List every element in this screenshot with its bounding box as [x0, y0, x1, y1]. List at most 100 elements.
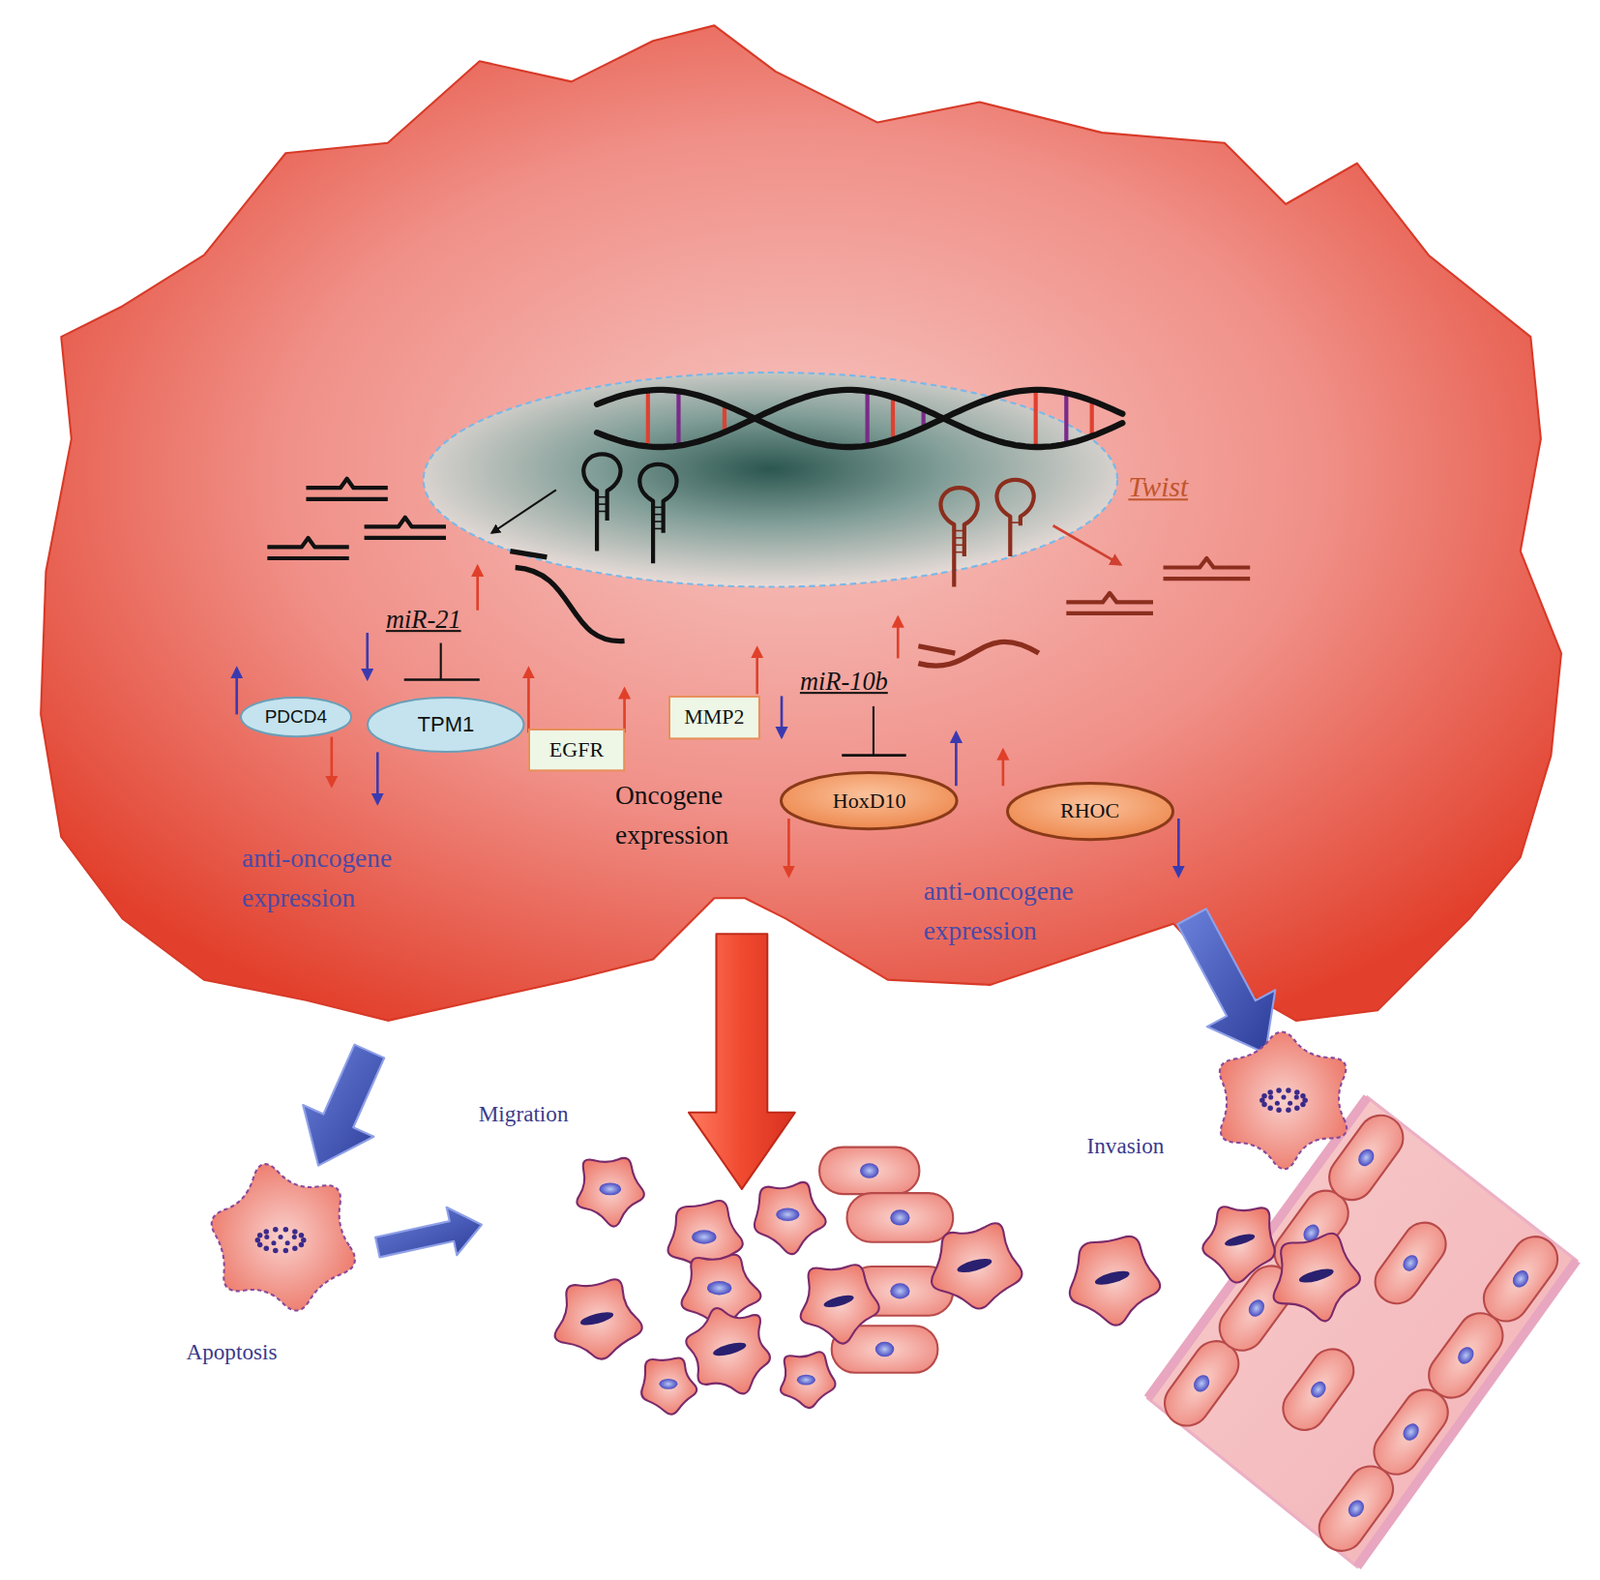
tumor-cell — [800, 1264, 880, 1343]
nuclear-fragment — [257, 1242, 263, 1247]
tumor-cell — [1274, 1233, 1361, 1322]
base-pair-rung — [1090, 400, 1095, 437]
stage-label: Apoptosis — [185, 1338, 277, 1366]
gene-label: Twist — [1127, 471, 1188, 505]
tumor-cell — [780, 1351, 835, 1408]
mirna-hairpin — [940, 487, 978, 587]
base-pair-rung — [722, 404, 727, 432]
gene-name: EGFR — [549, 738, 604, 762]
hairpin-base-pair — [596, 503, 608, 505]
process-label: anti-oncogene expression — [923, 871, 1139, 951]
endothelial-cell — [1475, 1227, 1568, 1331]
cell-nucleus — [1244, 1296, 1268, 1320]
cell-nucleus — [889, 1209, 910, 1225]
gene-box: EGFR — [528, 728, 625, 771]
regulation-arrow — [622, 688, 626, 733]
regulation-arrow — [896, 617, 900, 658]
hairpin-base-pair — [953, 543, 965, 546]
nuclear-fragment — [257, 1232, 263, 1238]
regulation-arrow — [365, 632, 369, 679]
mirna-duplex — [1163, 558, 1251, 567]
tumor-cell — [1069, 1236, 1160, 1326]
nuclear-fragment — [1261, 1093, 1267, 1098]
hairpin-base-pair — [953, 536, 965, 539]
inhibition-bar — [404, 678, 480, 682]
mirna-duplex — [364, 535, 446, 540]
cell-nucleus — [579, 1308, 616, 1328]
endothelial-cell — [847, 1192, 954, 1243]
cell-membrane — [1366, 1214, 1454, 1312]
endothelial-cell — [819, 1147, 919, 1195]
gene-ellipse: RHOC — [1006, 781, 1175, 841]
cell-nucleus — [711, 1339, 748, 1359]
ellipse-shape — [1007, 783, 1173, 840]
process-label: anti-oncogene expression — [241, 838, 457, 919]
nuclear-fragment — [264, 1245, 269, 1251]
nuclear-fragment — [272, 1226, 278, 1232]
nuclear-fragment — [292, 1245, 297, 1251]
gene-name: TPM1 — [417, 712, 475, 737]
mirna-duplex — [364, 517, 446, 527]
blood-vessel — [1148, 1096, 1577, 1567]
mirna-duplex — [305, 497, 387, 502]
cell-nucleus — [1454, 1343, 1478, 1367]
cell-nucleus — [598, 1182, 622, 1195]
cell-nucleus — [1399, 1420, 1423, 1444]
regulation-arrow — [235, 668, 238, 714]
nuclear-fragment — [1294, 1094, 1300, 1099]
mirna-label: miR-10b — [800, 666, 889, 698]
ellipse-shape — [367, 697, 525, 752]
cell-nucleus — [691, 1229, 716, 1244]
base-pair-rung — [1034, 389, 1038, 447]
cell-nucleus — [1307, 1378, 1330, 1401]
nuclear-fragment — [283, 1247, 289, 1253]
nuclear-fragment — [1300, 1101, 1305, 1107]
inhibition-line — [440, 643, 443, 681]
mature-mirna — [918, 641, 1038, 666]
tumor-cell — [1219, 1031, 1347, 1169]
nuclear-fragment — [272, 1247, 278, 1253]
regulation-arrow — [780, 695, 784, 737]
regulation-arrow — [954, 732, 958, 786]
nuclear-fragment — [298, 1232, 304, 1238]
hairpin-base-pair — [596, 510, 608, 513]
nuclear-fragment — [264, 1234, 269, 1240]
gene-name: MMP2 — [683, 705, 744, 729]
nuclear-fragment — [1275, 1087, 1281, 1093]
hairpin-base-pair — [596, 496, 608, 499]
regulation-arrow — [1177, 818, 1181, 876]
processing-arrow — [491, 489, 556, 533]
nuclear-fragment — [1294, 1089, 1300, 1095]
mature-mirna — [509, 551, 547, 558]
tumor-cell — [754, 1182, 827, 1254]
endothelial-cell — [1274, 1340, 1363, 1439]
gene-name: PDCD4 — [265, 707, 327, 728]
processing-arrow — [1053, 525, 1122, 564]
block-arrow — [1177, 908, 1275, 1053]
nucleus — [423, 372, 1118, 588]
mirna-duplex — [1163, 576, 1251, 581]
cell-nucleus — [1344, 1496, 1367, 1520]
cell-nucleus — [1298, 1266, 1335, 1286]
box-shape — [669, 696, 760, 739]
base-pair-rung — [865, 390, 870, 445]
nuclear-fragment — [1267, 1104, 1273, 1110]
tumor-cell — [931, 1222, 1022, 1308]
nuclear-fragment — [270, 1240, 276, 1245]
regulation-arrow — [475, 565, 479, 610]
nuclear-fragment — [285, 1240, 291, 1245]
cell-nucleus — [797, 1374, 816, 1386]
stage-label: Invasion — [1087, 1132, 1165, 1160]
tumor-cell — [641, 1358, 697, 1415]
cell-body — [40, 25, 1562, 1020]
regulation-arrow — [330, 737, 334, 787]
cell-nucleus — [775, 1207, 800, 1221]
tumor-cell — [685, 1307, 771, 1393]
nuclear-fragment — [1275, 1106, 1281, 1112]
nuclear-fragment — [1285, 1087, 1291, 1093]
nuclear-fragment — [1268, 1094, 1274, 1099]
regulation-arrow — [755, 648, 759, 694]
gene-ellipse: HoxD10 — [779, 770, 959, 830]
dna-strand — [596, 389, 1123, 447]
nuclear-fragment — [1294, 1104, 1300, 1110]
